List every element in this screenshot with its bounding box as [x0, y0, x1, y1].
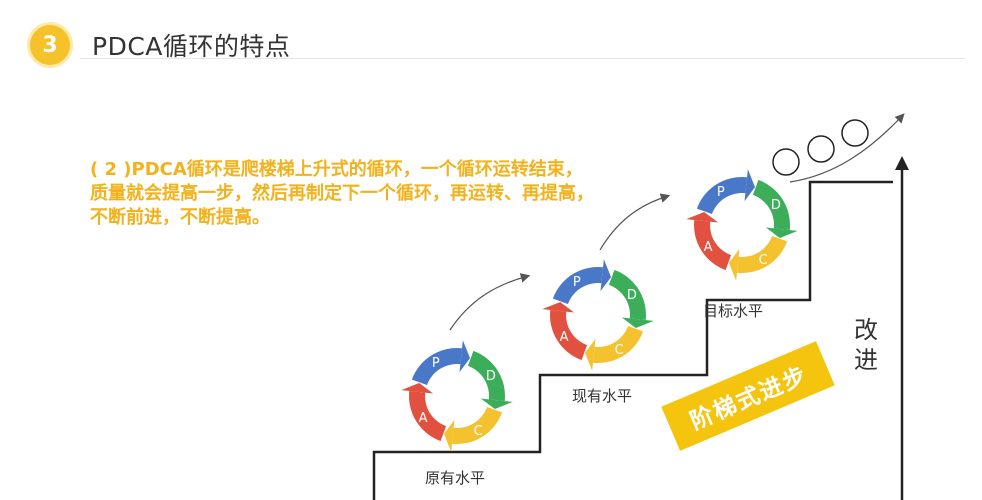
cycle-2-arrowhead-P: [600, 259, 612, 292]
cycle-3-arrowhead-P: [744, 169, 756, 202]
cycle-1-label-D: D: [486, 369, 496, 384]
step-label-original: 原有水平: [425, 469, 486, 487]
cycle-2-arrowhead-A: [542, 301, 575, 313]
cycle-1-segment-D: [467, 350, 505, 402]
cycle-1-arrowhead-A: [401, 382, 434, 394]
cycle-1-segment-P: [411, 348, 463, 386]
cycle-3-segment-P: [696, 177, 748, 215]
description-text: ( 2 )PDCA循环是爬楼梯上升式的循环，一个循环运转结束，质量就会提高一步，…: [90, 159, 594, 228]
step-badge: 3: [30, 25, 70, 65]
cycle-1-segment-A: [408, 390, 447, 442]
progress-arrow-1: [449, 273, 531, 331]
cycle-2-segment-P: [552, 267, 604, 305]
improvement-axis-arrowhead: [895, 156, 909, 170]
cycle-1-label-P: P: [432, 356, 440, 371]
cycle-3-segment-D: [752, 179, 790, 231]
cycle-3-arrowhead-C: [728, 248, 740, 281]
step-label-target: 目标水平: [703, 302, 764, 320]
cycle-1-segment-C: [451, 406, 503, 444]
rolling-ball-3: [841, 119, 869, 147]
pdca-cycle-2: P D C A: [542, 259, 654, 371]
cycle-2-arrowhead-C: [584, 338, 596, 371]
pdca-cycles: P D C A P D C A P D C A: [401, 169, 798, 452]
staircase-line: [372, 180, 893, 500]
improvement-label: 改进: [854, 316, 878, 374]
cycle-3-label-A: A: [704, 240, 713, 255]
cycle-3-arrowhead-D: [765, 227, 798, 239]
progress-arrow-3: [789, 113, 905, 183]
cycle-2-segment-C: [592, 325, 644, 363]
header-divider: [80, 58, 965, 59]
page-title: PDCA循环的特点: [92, 32, 291, 61]
cycle-2-segment-D: [608, 269, 647, 321]
cycle-2-label-A: A: [560, 330, 569, 345]
step-label-current: 现有水平: [572, 387, 633, 405]
pdca-cycle-1: P D C A: [401, 340, 513, 452]
cycle-2-segment-A: [550, 309, 588, 361]
cycle-3-segment-C: [736, 235, 788, 273]
cycle-3-segment-A: [694, 219, 732, 271]
cycle-3-label-C: C: [759, 253, 768, 268]
cycle-2-arrowhead-D: [621, 317, 654, 329]
cycle-1-arrowhead-P: [459, 340, 471, 373]
progress-arrow-2: [599, 193, 671, 251]
cycle-3-label-D: D: [771, 198, 781, 213]
cycle-2-label-C: C: [615, 343, 624, 358]
cycle-2-label-P: P: [573, 275, 581, 290]
pdca-cycle-3: P D C A: [686, 169, 798, 281]
cycle-3-arrowhead-A: [686, 211, 719, 223]
cycle-1-arrowhead-C: [443, 419, 455, 452]
cycle-1-label-C: C: [474, 424, 483, 439]
cycle-3-label-P: P: [717, 185, 725, 200]
cycle-2-label-D: D: [627, 288, 637, 303]
rolling-ball-2: [807, 135, 835, 163]
cycle-1-arrowhead-D: [480, 398, 513, 410]
rolling-ball-1: [772, 148, 800, 176]
cycle-1-label-A: A: [419, 411, 428, 426]
